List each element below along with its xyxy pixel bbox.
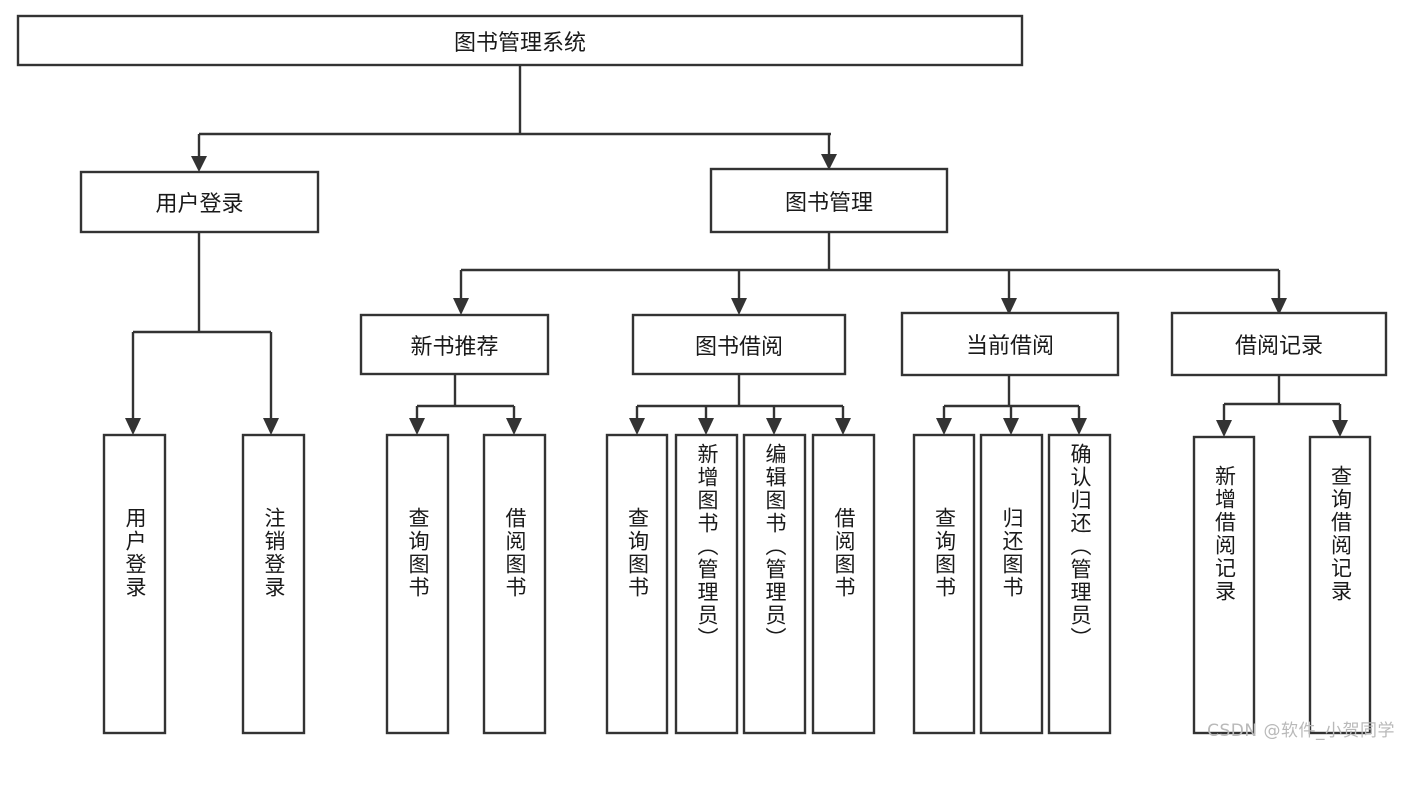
leaf-borrow-record-0[interactable] bbox=[1192, 435, 1256, 735]
node-layer bbox=[16, 14, 1388, 735]
leaf-new-book-rec-1[interactable] bbox=[482, 433, 547, 735]
arrow-user-login bbox=[191, 156, 207, 172]
node-new-book-rec[interactable] bbox=[359, 313, 550, 376]
arrow-cb-leaf1 bbox=[936, 418, 952, 435]
leaf-new-book-rec-0[interactable] bbox=[385, 433, 450, 735]
node-borrow-record[interactable] bbox=[1170, 311, 1388, 377]
arrow-book-admin bbox=[821, 154, 837, 170]
node-current-borrow[interactable] bbox=[900, 311, 1120, 377]
leaf-borrow-record-1[interactable] bbox=[1308, 435, 1372, 735]
arrow-bb-leaf4 bbox=[835, 418, 851, 435]
node-user-login[interactable] bbox=[79, 170, 320, 234]
leaf-current-borrow-2[interactable] bbox=[1047, 433, 1112, 735]
leaf-current-borrow-1[interactable] bbox=[979, 433, 1044, 735]
node-book-borrow[interactable] bbox=[631, 313, 847, 376]
arrow-cb-leaf2 bbox=[1003, 418, 1019, 435]
leaf-user-login-1[interactable] bbox=[241, 433, 306, 735]
arrow-nb-leaf1 bbox=[409, 418, 425, 435]
arrow-record bbox=[1271, 298, 1287, 315]
leaf-book-borrow-2[interactable] bbox=[742, 433, 807, 735]
node-root[interactable] bbox=[16, 14, 1024, 67]
arrow-ul-leaf2 bbox=[263, 418, 279, 435]
leaf-book-borrow-3[interactable] bbox=[811, 433, 876, 735]
leaf-current-borrow-0[interactable] bbox=[912, 433, 976, 735]
node-book-admin[interactable] bbox=[709, 167, 949, 234]
leaf-book-borrow-0[interactable] bbox=[605, 433, 669, 735]
arrow-br-leaf1 bbox=[1216, 420, 1232, 437]
arrow-newbook bbox=[453, 298, 469, 315]
arrow-bb-leaf1 bbox=[629, 418, 645, 435]
arrow-borrow bbox=[731, 298, 747, 315]
arrow-br-leaf2 bbox=[1332, 420, 1348, 437]
hierarchy-diagram bbox=[16, 14, 1388, 735]
arrow-bb-leaf3 bbox=[766, 418, 782, 435]
edge-layer bbox=[125, 65, 1348, 437]
arrow-current bbox=[1001, 298, 1017, 315]
arrow-bb-leaf2 bbox=[698, 418, 714, 435]
arrow-nb-leaf2 bbox=[506, 418, 522, 435]
leaf-user-login-0[interactable] bbox=[102, 433, 167, 735]
arrow-ul-leaf1 bbox=[125, 418, 141, 435]
leaf-book-borrow-1[interactable] bbox=[674, 433, 739, 735]
arrow-cb-leaf3 bbox=[1071, 418, 1087, 435]
